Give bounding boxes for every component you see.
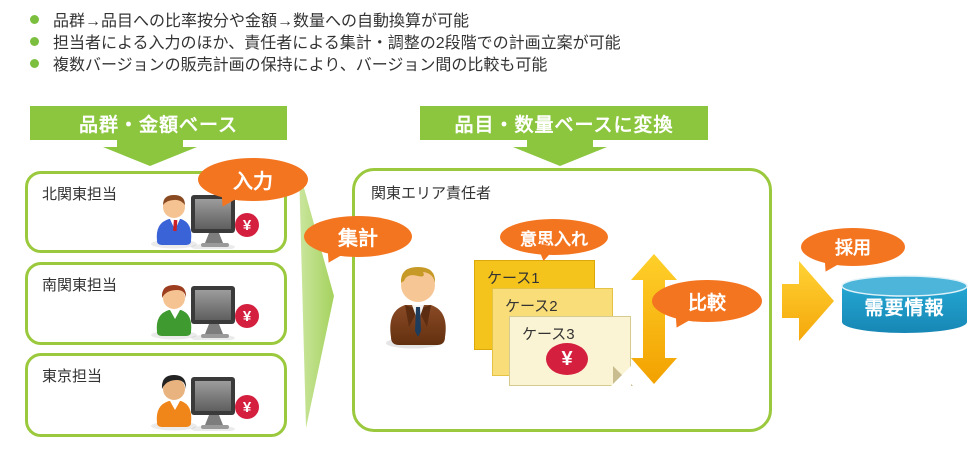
down-arrow-icon [103, 139, 197, 166]
speech-bubble-intent: 意思入れ [500, 219, 608, 255]
folded-corner [611, 366, 631, 386]
bullet-icon [30, 58, 39, 68]
bullet-text: 複数バージョンの販売計画の保持により、バージョン間の比較も可能 [53, 57, 548, 74]
database-cylinder-icon [841, 275, 968, 333]
bullet-item: 複数バージョンの販売計画の保持により、バージョン間の比較も可能 [30, 52, 621, 74]
bullet-icon [30, 36, 39, 46]
flow-arrow-icon [299, 170, 334, 428]
speech-bubble-compare: 比較 [652, 280, 762, 322]
speech-bubble-input: 入力 [198, 158, 308, 201]
bullet-item: 品群→品目への比率按分や金額→数量への自動換算が可能 [30, 8, 621, 30]
down-arrow-icon [513, 139, 607, 166]
speech-bubble-aggregate: 集計 [304, 216, 412, 257]
region-box-south-kanto: 南関東担当 ¥ [25, 262, 287, 345]
yen-badge-icon: ¥ [235, 395, 259, 419]
bullet-text: 担当者による入力のほか、責任者による集計・調整の2段階での計画立案が可能 [53, 35, 621, 52]
region-label: 東京担当 [42, 368, 103, 385]
person-at-computer-icon [151, 195, 235, 249]
bullet-icon [30, 14, 39, 24]
person-at-computer-icon [151, 285, 235, 340]
region-box-tokyo: 東京担当 ¥ [25, 353, 287, 437]
feature-bullet-list: 品群→品目への比率按分や金額→数量への自動換算が可能 担当者による入力のほか、責… [30, 8, 621, 74]
case-card-3: ケース3 ¥ [509, 316, 633, 386]
case-label: ケース1 [487, 270, 540, 287]
region-label: 南関東担当 [42, 277, 118, 294]
panel-title: 関東エリア責任者 [371, 185, 492, 202]
person-at-computer-icon [151, 375, 235, 431]
speech-bubble-adopt: 採用 [801, 228, 905, 266]
adopt-arrow-icon [782, 261, 834, 341]
yen-badge-icon: ¥ [235, 304, 259, 328]
database-label: 需要情報 [864, 298, 945, 319]
bullet-item: 担当者による入力のほか、責任者による集計・調整の2段階での計画立案が可能 [30, 30, 621, 52]
region-label: 北関東担当 [42, 186, 118, 203]
banner-quantity-base: 品目・数量ベースに変換 [420, 106, 708, 140]
manager-icon [386, 267, 446, 349]
bullet-text: 品群→品目への比率按分や金額→数量への自動換算が可能 [53, 13, 470, 30]
case-label: ケース2 [505, 298, 558, 315]
yen-badge-icon: ¥ [235, 213, 259, 237]
compare-arrow-icon [631, 254, 677, 384]
yen-badge-icon: ¥ [546, 343, 588, 375]
banner-amount-base: 品群・金額ベース [30, 106, 287, 140]
case-label: ケース3 [522, 326, 575, 343]
